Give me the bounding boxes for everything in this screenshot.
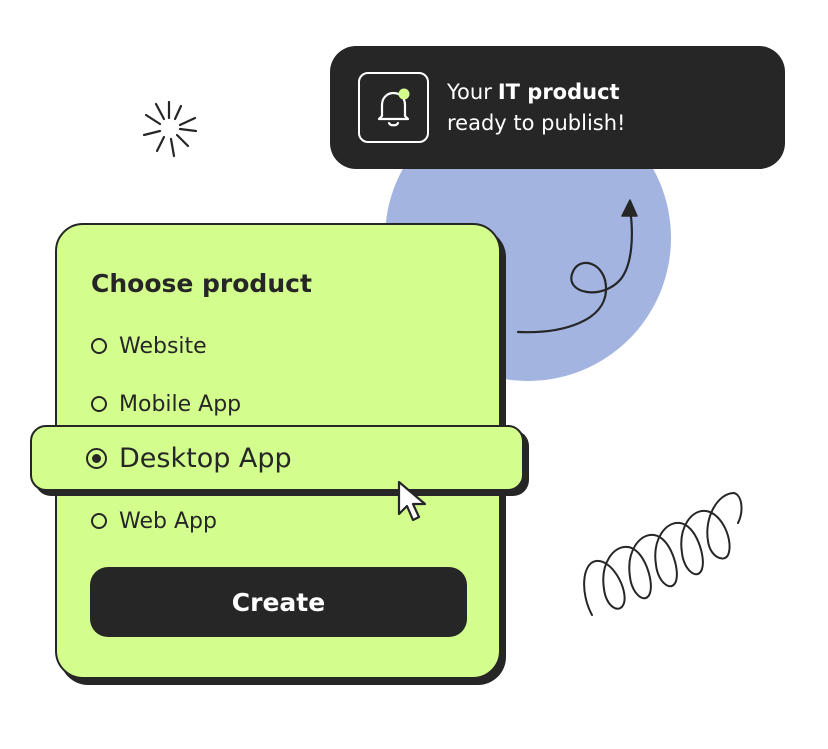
- notification-highlight: IT product: [497, 80, 620, 104]
- bell-icon-box: [358, 72, 429, 143]
- option-label: Web App: [119, 508, 217, 534]
- create-button[interactable]: Create: [90, 567, 467, 637]
- option-mobile-app[interactable]: Mobile App: [91, 389, 241, 419]
- option-label: Mobile App: [119, 391, 242, 417]
- radio-button[interactable]: [91, 513, 107, 529]
- radio-button[interactable]: [91, 396, 107, 412]
- notification-prefix: Your: [447, 80, 492, 104]
- option-label: Website: [119, 333, 207, 359]
- radio-button-selected[interactable]: [86, 447, 107, 469]
- radio-button[interactable]: [91, 338, 107, 354]
- notification-line2: ready to publish!: [447, 111, 626, 135]
- cursor-icon: [397, 480, 427, 522]
- curly-arrow-icon: [516, 199, 638, 334]
- spring-coil-icon: [583, 491, 743, 616]
- option-web-app[interactable]: Web App: [91, 506, 217, 536]
- option-label: Desktop App: [119, 442, 292, 474]
- card-title: Choose product: [91, 269, 312, 298]
- sparkle-icon: [142, 100, 198, 158]
- bell-icon: [377, 88, 410, 127]
- option-website[interactable]: Website: [91, 331, 207, 361]
- option-desktop-app[interactable]: Desktop App: [30, 425, 524, 491]
